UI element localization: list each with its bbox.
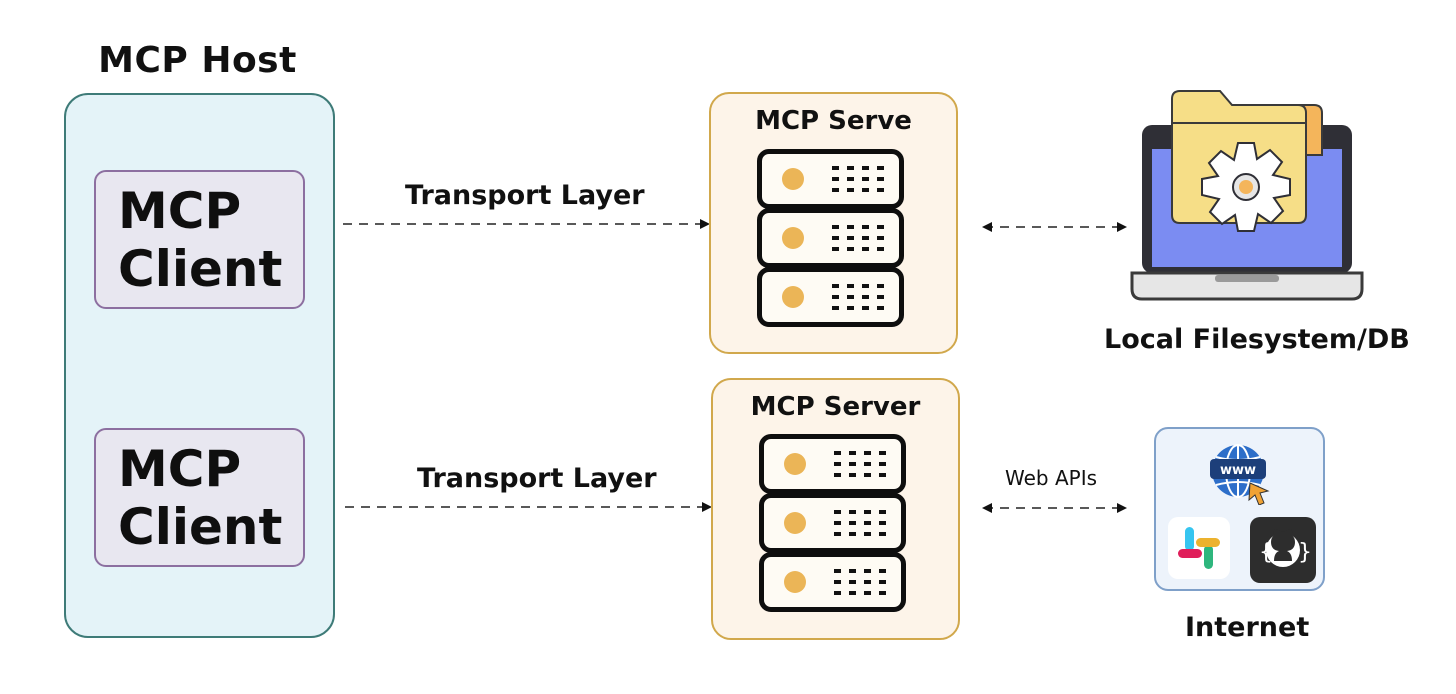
svg-text:}: } [1298, 540, 1312, 565]
mcp-client-2[interactable]: MCP Client [94, 428, 305, 567]
server-2-rack-1 [759, 434, 906, 494]
server-2-rack-2 [759, 493, 906, 553]
vent-dots-icon [834, 510, 886, 536]
server-2-rack-3 [759, 552, 906, 612]
slack-icon [1168, 517, 1230, 579]
server-2-title: MCP Server [750, 392, 921, 422]
server-1-rack-2 [757, 208, 904, 268]
server-led-icon [782, 168, 804, 190]
host-title: MCP Host [98, 40, 297, 81]
internet-label: Internet [1185, 612, 1310, 643]
client-1-label-line2: Client [118, 239, 283, 298]
vent-dots-icon [832, 166, 884, 192]
internet-box[interactable]: www { } [1154, 427, 1325, 591]
server-led-icon [782, 286, 804, 308]
vent-dots-icon [832, 284, 884, 310]
server-1-rack-3 [757, 267, 904, 327]
mcp-client-1[interactable]: MCP Client [94, 170, 305, 309]
mcp-server-1[interactable]: MCP Serve [709, 92, 958, 354]
server-led-icon [784, 512, 806, 534]
github-icon: { } [1250, 517, 1316, 583]
server-1-rack-1 [757, 149, 904, 209]
vent-dots-icon [834, 451, 886, 477]
server-led-icon [782, 227, 804, 249]
server-1-title: MCP Serve [755, 106, 912, 136]
server-led-icon [784, 571, 806, 593]
vent-dots-icon [834, 569, 886, 595]
transport-label-top: Transport Layer [405, 180, 645, 211]
laptop-folder-gear-icon[interactable] [1120, 85, 1370, 307]
client-1-label-line1: MCP [118, 181, 242, 240]
mcp-server-2[interactable]: MCP Server [711, 378, 960, 640]
www-text: www [1220, 463, 1256, 478]
client-2-label-line1: MCP [118, 439, 242, 498]
transport-label-bottom: Transport Layer [417, 463, 657, 494]
www-globe-icon: www [1210, 444, 1270, 505]
client-2-label-line2: Client [118, 497, 283, 556]
web-apis-label: Web APIs [1005, 466, 1098, 490]
vent-dots-icon [832, 225, 884, 251]
server-led-icon [784, 453, 806, 475]
filesystem-label: Local Filesystem/DB [1104, 324, 1410, 355]
svg-text:{: { [1259, 540, 1273, 565]
